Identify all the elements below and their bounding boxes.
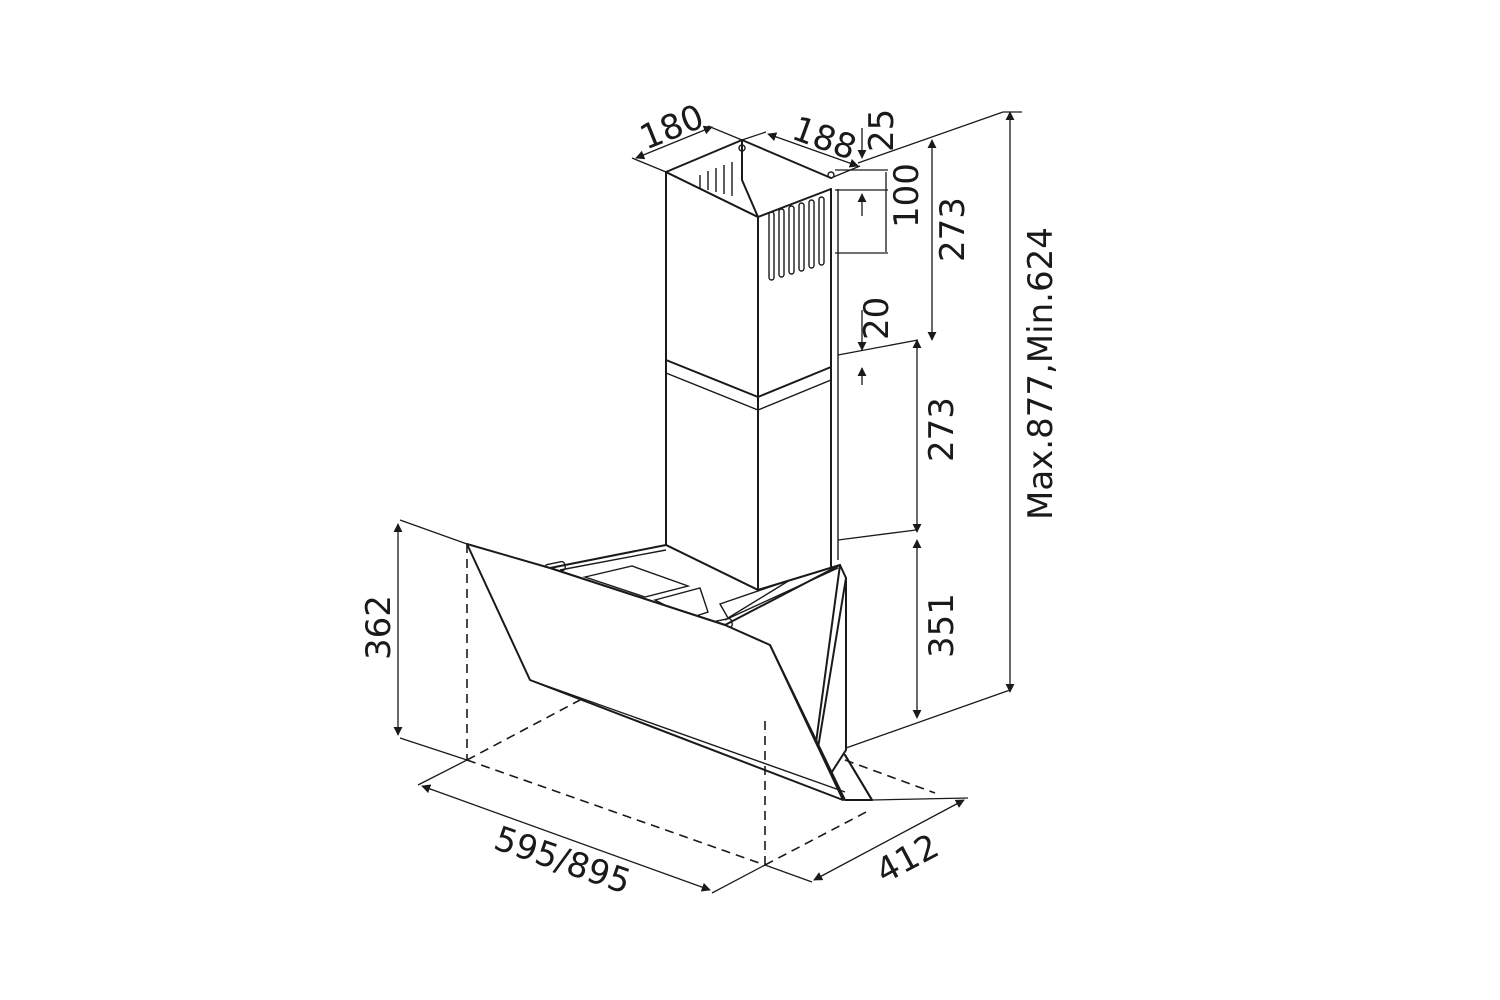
label-glass-height: 362	[359, 595, 399, 660]
label-total-height: Max.877,Min.624	[1021, 227, 1061, 520]
dim-hood-body	[845, 539, 1011, 749]
label-chimney-width: 180	[634, 97, 709, 158]
dim-glass-height	[393, 519, 468, 761]
label-lower-chimney-height: 273	[922, 397, 962, 462]
label-hood-width: 595/895	[489, 819, 636, 903]
dim-hood-depth	[764, 797, 969, 883]
dim-vent-offset	[835, 128, 888, 216]
dim-lower-chimney	[837, 339, 922, 541]
label-upper-chimney-height: 273	[933, 197, 973, 262]
dim-vent-height	[835, 172, 888, 254]
glass-panel	[466, 543, 873, 801]
label-hood-depth: 412	[869, 826, 945, 892]
label-overlap: 20	[857, 297, 897, 340]
dim-hood-width	[417, 759, 766, 894]
dim-total-height	[1003, 111, 1022, 693]
vent-slots-right	[768, 196, 825, 281]
label-vent-offset: 25	[862, 109, 902, 152]
dim-upper-chimney	[837, 111, 1004, 356]
label-vent-height: 100	[887, 163, 927, 228]
vent-slots-left	[699, 162, 733, 196]
chimney	[665, 139, 839, 591]
label-hood-body-height: 351	[922, 593, 962, 658]
dim-chimney-width	[631, 125, 743, 173]
dim-chimney-depth	[741, 131, 861, 179]
label-chimney-depth: 188	[787, 109, 862, 169]
